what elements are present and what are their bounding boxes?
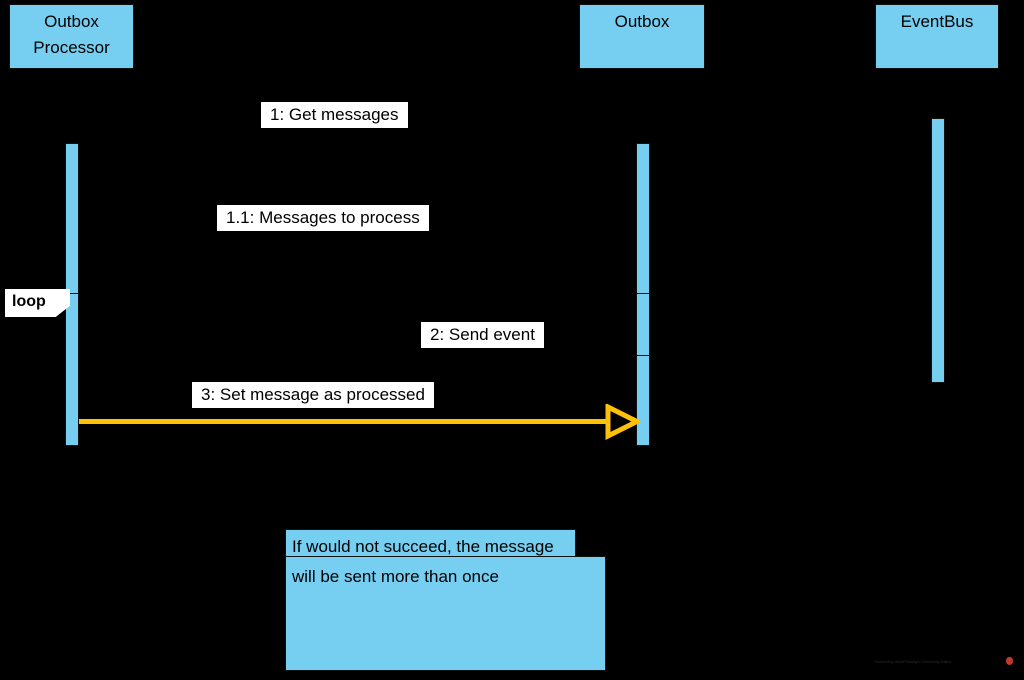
lifeline-label-line2: Processor bbox=[33, 38, 110, 57]
note-retry-body[interactable] bbox=[285, 556, 606, 671]
activation-bar-eventbus-1 bbox=[931, 118, 945, 383]
activation-bar-outbox-2 bbox=[636, 293, 650, 356]
note-retry-top[interactable] bbox=[285, 529, 576, 557]
note-retry-text: If would not succeed, the message will b… bbox=[292, 537, 554, 586]
message-label-1[interactable]: 1: Get messages bbox=[261, 102, 408, 128]
fragment-tab-loop[interactable]: loop bbox=[5, 289, 70, 317]
message-arrow-line-3 bbox=[79, 419, 607, 424]
lifeline-header-outbox-processor[interactable]: Outbox Processor bbox=[9, 4, 134, 69]
activation-bar-outbox-processor-2 bbox=[65, 293, 79, 446]
lifeline-label-line1: EventBus bbox=[900, 12, 974, 31]
watermark-text: Powered by Visual Paradigm Community Edi… bbox=[874, 659, 952, 664]
lifeline-label-line1: Outbox bbox=[614, 12, 670, 31]
activation-bar-outbox-1 bbox=[636, 143, 650, 294]
message-arrow-head-3 bbox=[604, 402, 643, 445]
message-label-2[interactable]: 2: Send event bbox=[421, 322, 544, 348]
message-label-3[interactable]: 3: Set message as processed bbox=[192, 382, 434, 408]
lifeline-header-eventbus[interactable]: EventBus bbox=[875, 4, 999, 69]
watermark-logo-icon bbox=[1006, 657, 1013, 665]
activation-bar-outbox-processor-1 bbox=[65, 143, 79, 294]
message-label-1-1[interactable]: 1.1: Messages to process bbox=[217, 205, 429, 231]
lifeline-label-line1: Outbox bbox=[44, 12, 99, 31]
activation-bar-outbox-3 bbox=[636, 355, 650, 446]
lifeline-header-outbox[interactable]: Outbox bbox=[579, 4, 705, 69]
